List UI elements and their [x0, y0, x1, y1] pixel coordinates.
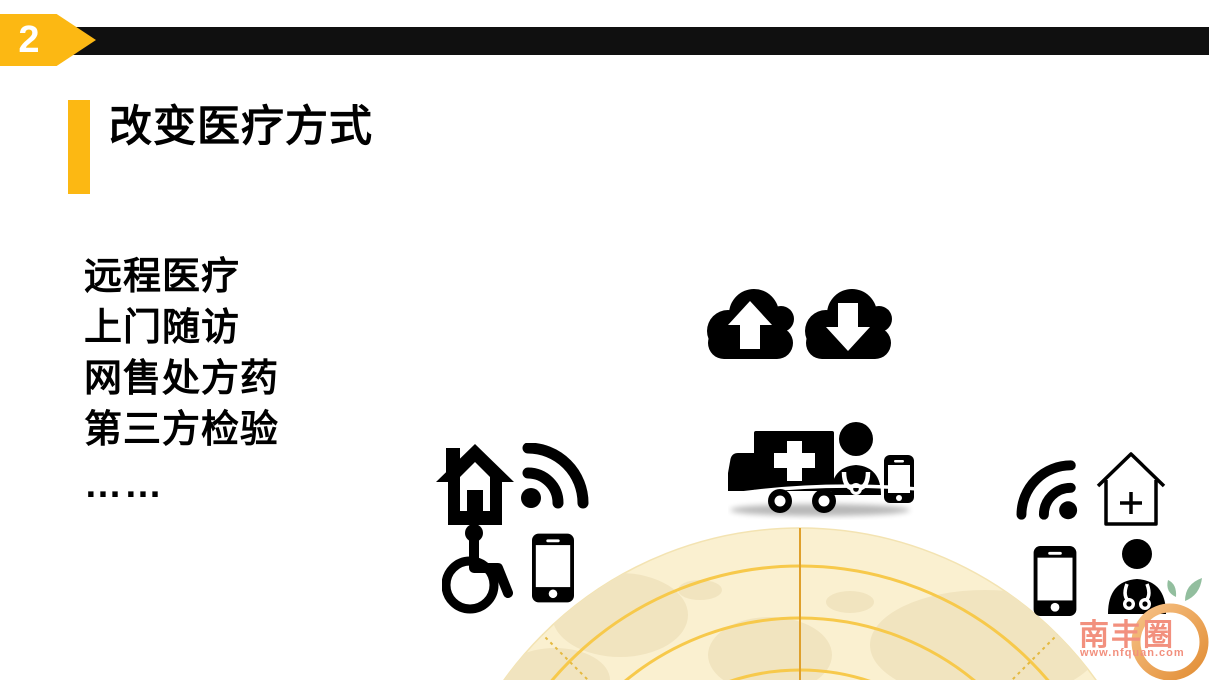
- ambulance-doctor-group: [728, 422, 918, 516]
- smartphone-icon: [884, 455, 914, 503]
- doctor-icon: [1108, 539, 1166, 614]
- page-title: 改变医疗方式: [109, 103, 373, 151]
- leaf-icon: [1167, 578, 1202, 601]
- smartphone-icon: [1033, 546, 1077, 616]
- page-number: 2: [18, 18, 40, 61]
- top-banner-bar: [28, 27, 1209, 55]
- logo-text: 南丰圈: [1079, 619, 1175, 652]
- wheelchair-icon: [442, 524, 513, 614]
- list-item: 上门随访: [84, 307, 241, 349]
- smartphone-icon: [532, 533, 574, 603]
- logo-ring-icon: [1131, 603, 1209, 680]
- world-map-texture: [472, 528, 1128, 680]
- wifi-signal-icon: [1016, 460, 1078, 520]
- cloud-upload-icon: [707, 289, 794, 359]
- bullet-list: 远程医疗 上门随访 网售处方药 第三方检验 ……: [84, 252, 279, 511]
- hospital-cross-icon: [1096, 452, 1166, 526]
- cloud-download-icon: [805, 289, 892, 359]
- ambulance-icon: [728, 431, 918, 513]
- logo-url: www.nfquan.com: [1080, 647, 1185, 659]
- list-item: 网售处方药: [84, 358, 280, 400]
- list-item: 远程医疗: [84, 256, 241, 298]
- wifi-signal-icon: [521, 443, 589, 509]
- doctor-icon: [831, 422, 881, 495]
- title-accent-bar: [68, 100, 90, 194]
- list-item-ellipsis: ……: [84, 464, 164, 506]
- home-icon: [436, 444, 514, 525]
- list-item: 第三方检验: [84, 409, 280, 451]
